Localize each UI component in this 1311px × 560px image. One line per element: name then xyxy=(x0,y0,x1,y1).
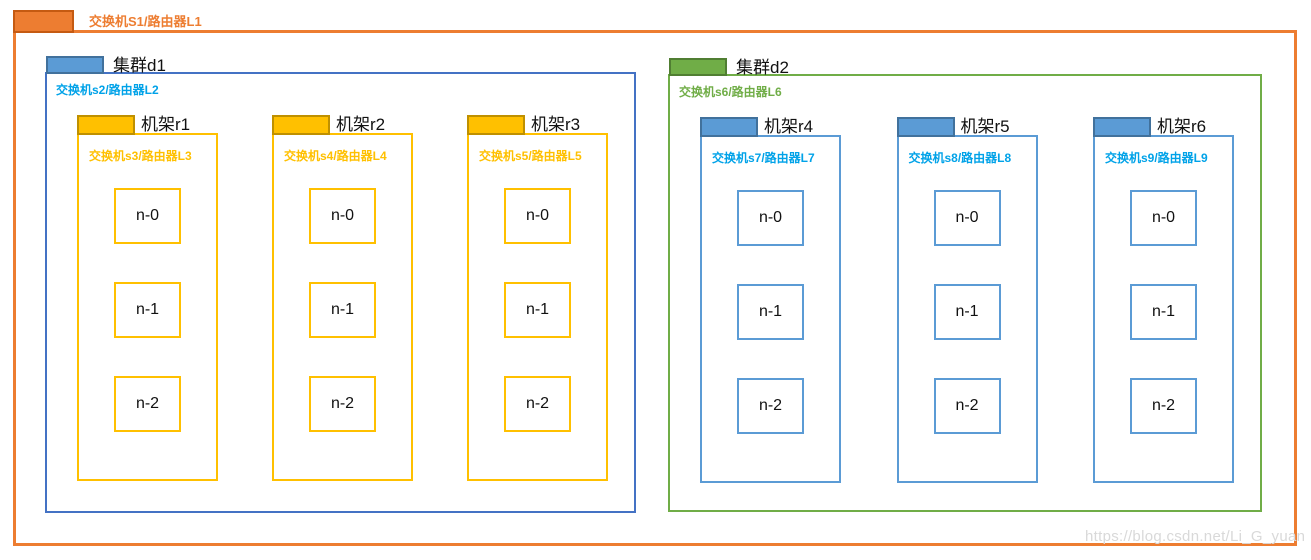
node-box: n-1 xyxy=(737,284,804,340)
node-box: n-0 xyxy=(504,188,571,244)
node-box: n-2 xyxy=(1130,378,1197,434)
core-switch-label: 交换机S1/路由器L1 xyxy=(89,14,202,29)
rack-switch-label: 交换机s7/路由器L7 xyxy=(712,151,815,165)
nodes-column: n-0 n-1 n-2 xyxy=(702,190,839,434)
core-switch-tab xyxy=(13,10,74,33)
node-box: n-2 xyxy=(504,376,571,432)
nodes-column: n-0 n-1 n-2 xyxy=(79,188,216,432)
rack-title: 机架r5 xyxy=(960,117,1010,136)
nodes-column: n-0 n-1 n-2 xyxy=(899,190,1036,434)
rack-switch-label: 交换机s4/路由器L4 xyxy=(284,149,387,163)
rack-box: 机架r3 交换机s5/路由器L5 n-0 n-1 n-2 xyxy=(467,115,608,481)
rack-tab xyxy=(896,117,955,137)
nodes-column: n-0 n-1 n-2 xyxy=(274,188,411,432)
node-box: n-0 xyxy=(309,188,376,244)
rack-title: 机架r4 xyxy=(764,117,814,136)
racks-row: 机架r1 交换机s3/路由器L3 n-0 n-1 n-2 机架r2 交换机s4/路由器L4 n… xyxy=(77,115,608,481)
rack-tab xyxy=(77,115,135,135)
rack-box: 机架r5 交换机s8/路由器L8 n-0 n-1 n-2 xyxy=(896,117,1038,483)
node-box: n-2 xyxy=(933,378,1001,434)
rack-tab xyxy=(272,115,330,135)
cluster-switch-label: 交换机s2/路由器L2 xyxy=(56,83,159,97)
node-box: n-1 xyxy=(933,284,1001,340)
rack-box: 机架r2 交换机s4/路由器L4 n-0 n-1 n-2 xyxy=(272,115,413,481)
rack-switch-label: 交换机s9/路由器L9 xyxy=(1105,151,1208,165)
node-box: n-1 xyxy=(1130,284,1197,340)
cluster-tab xyxy=(669,58,727,76)
node-box: n-0 xyxy=(737,190,804,246)
rack-tab xyxy=(467,115,525,135)
rack-title: 机架r3 xyxy=(531,115,581,134)
node-box: n-0 xyxy=(1130,190,1197,246)
node-box: n-2 xyxy=(737,378,804,434)
cluster-title: 集群d2 xyxy=(736,58,789,77)
rack-title: 机架r1 xyxy=(141,115,191,134)
rack-title: 机架r6 xyxy=(1157,117,1207,136)
racks-row: 机架r4 交换机s7/路由器L7 n-0 n-1 n-2 机架r5 交换机s8/路由器L8 n… xyxy=(700,117,1234,483)
core-boundary-box xyxy=(13,30,1297,546)
rack-box: 机架r4 交换机s7/路由器L7 n-0 n-1 n-2 xyxy=(700,117,841,483)
cluster-tab xyxy=(46,56,104,74)
watermark: https://blog.csdn.net/Li_G_yuan xyxy=(1085,528,1306,545)
rack-switch-label: 交换机s3/路由器L3 xyxy=(89,149,192,163)
nodes-column: n-0 n-1 n-2 xyxy=(1095,190,1232,434)
rack-switch-label: 交换机s8/路由器L8 xyxy=(908,151,1012,165)
nodes-column: n-0 n-1 n-2 xyxy=(469,188,606,432)
node-box: n-2 xyxy=(114,376,181,432)
node-box: n-1 xyxy=(504,282,571,338)
node-box: n-0 xyxy=(114,188,181,244)
node-box: n-1 xyxy=(309,282,376,338)
cluster-switch-label: 交换机s6/路由器L6 xyxy=(679,85,782,99)
rack-switch-label: 交换机s5/路由器L5 xyxy=(479,149,582,163)
cluster-title: 集群d1 xyxy=(113,56,166,75)
node-box: n-1 xyxy=(114,282,181,338)
rack-box: 机架r6 交换机s9/路由器L9 n-0 n-1 n-2 xyxy=(1093,117,1234,483)
rack-box: 机架r1 交换机s3/路由器L3 n-0 n-1 n-2 xyxy=(77,115,218,481)
rack-tab xyxy=(700,117,758,137)
rack-tab xyxy=(1093,117,1151,137)
node-box: n-2 xyxy=(309,376,376,432)
node-box: n-0 xyxy=(933,190,1001,246)
rack-title: 机架r2 xyxy=(336,115,386,134)
